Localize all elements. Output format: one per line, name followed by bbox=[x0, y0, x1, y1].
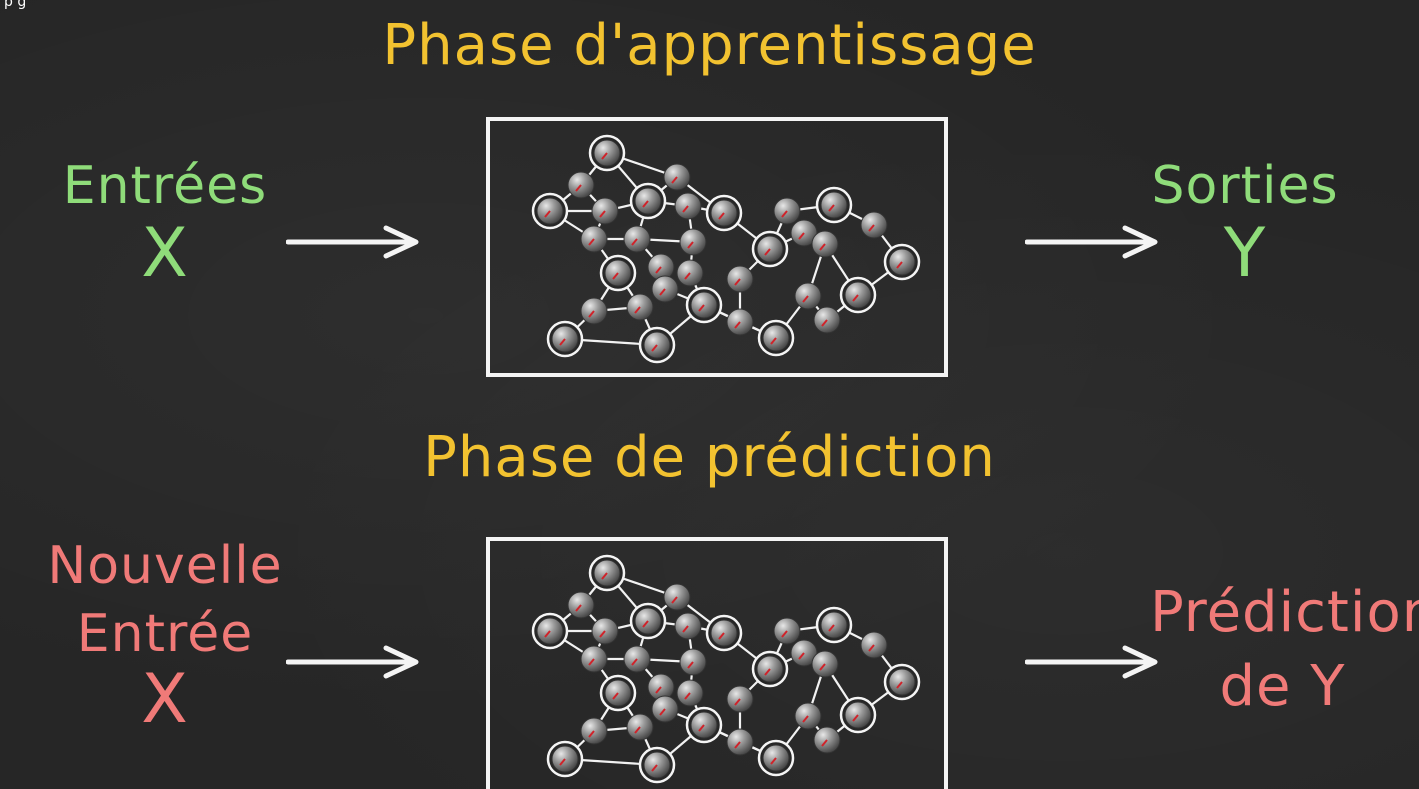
network-node bbox=[726, 308, 754, 336]
network-node bbox=[813, 726, 841, 754]
network-node bbox=[705, 194, 743, 232]
network-node bbox=[591, 197, 619, 225]
corner-caption: p g bbox=[4, 0, 27, 10]
network-node bbox=[674, 612, 702, 640]
network-node bbox=[546, 320, 584, 358]
network-node bbox=[663, 583, 691, 611]
prediction-input-arrow-icon bbox=[286, 645, 419, 679]
network-node bbox=[629, 602, 667, 640]
prediction-output-arrow-icon bbox=[1025, 645, 1158, 679]
prediction-phase-title: Phase de prédiction bbox=[423, 425, 996, 490]
outputs-variable: Y bbox=[1223, 214, 1267, 293]
network-node bbox=[580, 645, 608, 673]
learning-inputs-label: Entrées X bbox=[40, 160, 290, 288]
network-node bbox=[580, 297, 608, 325]
network-node bbox=[531, 612, 569, 650]
network-node bbox=[676, 259, 704, 287]
new-input-line1: Nouvelle bbox=[47, 536, 283, 596]
network-node bbox=[679, 648, 707, 676]
network-node bbox=[705, 614, 743, 652]
network-node bbox=[651, 275, 679, 303]
network-node bbox=[811, 230, 839, 258]
prediction-input-label: Nouvelle Entrée X bbox=[40, 540, 290, 734]
network-node bbox=[638, 746, 676, 784]
learning-network-box bbox=[486, 117, 948, 377]
network-node bbox=[588, 554, 626, 592]
network-node bbox=[726, 265, 754, 293]
network-node bbox=[790, 639, 818, 667]
inputs-variable: X bbox=[141, 214, 189, 293]
neural-network-icon bbox=[531, 554, 921, 784]
new-input-variable: X bbox=[141, 660, 189, 739]
network-node bbox=[567, 171, 595, 199]
network-node bbox=[883, 243, 921, 281]
new-input-line2: Entrée bbox=[76, 604, 254, 664]
network-node bbox=[794, 702, 822, 730]
network-node bbox=[626, 713, 654, 741]
learning-outputs-label: Sorties Y bbox=[1130, 160, 1360, 288]
learning-input-arrow-icon bbox=[286, 225, 419, 259]
network-node bbox=[546, 740, 584, 778]
network-node bbox=[685, 286, 723, 324]
network-node bbox=[794, 282, 822, 310]
network-node bbox=[751, 650, 789, 688]
network-node bbox=[647, 673, 675, 701]
network-node bbox=[626, 293, 654, 321]
network-node bbox=[599, 674, 637, 712]
network-node bbox=[623, 225, 651, 253]
network-node bbox=[531, 192, 569, 230]
network-node bbox=[790, 219, 818, 247]
network-node bbox=[580, 225, 608, 253]
network-node bbox=[815, 606, 853, 644]
network-node bbox=[726, 728, 754, 756]
network-node bbox=[757, 319, 795, 357]
network-node bbox=[663, 163, 691, 191]
network-node bbox=[647, 253, 675, 281]
network-node bbox=[757, 739, 795, 777]
prediction-line1: Prédiction bbox=[1150, 580, 1419, 645]
network-node bbox=[839, 276, 877, 314]
network-node bbox=[773, 197, 801, 225]
prediction-output-label: Prédiction de Y bbox=[1150, 580, 1419, 719]
network-node bbox=[839, 696, 877, 734]
network-node bbox=[813, 306, 841, 334]
network-node bbox=[599, 254, 637, 292]
network-node bbox=[815, 186, 853, 224]
network-node bbox=[638, 326, 676, 364]
network-node bbox=[751, 230, 789, 268]
network-node bbox=[567, 591, 595, 619]
inputs-text: Entrées bbox=[62, 156, 268, 216]
neural-network-icon bbox=[531, 134, 921, 364]
network-node bbox=[588, 134, 626, 172]
network-node bbox=[685, 706, 723, 744]
network-node bbox=[679, 228, 707, 256]
network-node bbox=[580, 717, 608, 745]
network-node bbox=[860, 211, 888, 239]
network-node bbox=[726, 685, 754, 713]
prediction-network-box bbox=[486, 537, 948, 789]
network-node bbox=[651, 695, 679, 723]
network-node bbox=[591, 617, 619, 645]
network-node bbox=[860, 631, 888, 659]
network-node bbox=[629, 182, 667, 220]
network-node bbox=[811, 650, 839, 678]
network-node bbox=[623, 645, 651, 673]
prediction-line2: de Y bbox=[1219, 654, 1346, 719]
network-node bbox=[676, 679, 704, 707]
learning-output-arrow-icon bbox=[1025, 225, 1158, 259]
network-node bbox=[883, 663, 921, 701]
learning-phase-title: Phase d'apprentissage bbox=[382, 13, 1037, 78]
outputs-text: Sorties bbox=[1151, 156, 1339, 216]
network-node bbox=[674, 192, 702, 220]
network-node bbox=[773, 617, 801, 645]
